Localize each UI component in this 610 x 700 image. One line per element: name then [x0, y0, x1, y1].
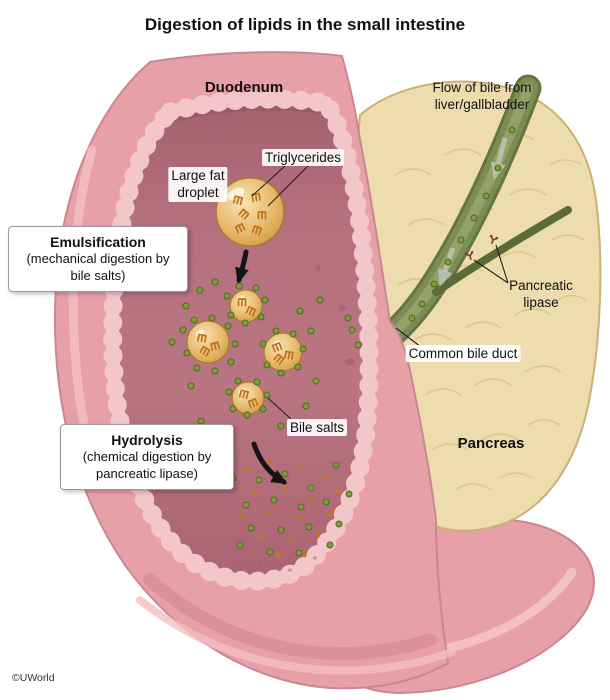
hydrolysis-description: (chemical digestion by pancreatic lipase… — [82, 449, 212, 482]
emulsification-title: Emulsification — [50, 234, 146, 250]
label-connector-lines — [251, 165, 509, 422]
bile-salts-pointer-line — [267, 397, 294, 422]
large-fat-droplet-graphic — [215, 177, 285, 247]
emulsified-droplet — [229, 289, 263, 323]
hydrolysis-callout: Hydrolysis (chemical digestion by pancre… — [60, 424, 234, 490]
bile-flow-arrow-lower — [438, 247, 456, 287]
large-fat-droplet-label: Large fat droplet — [168, 167, 228, 202]
emulsified-droplet — [186, 320, 230, 364]
emulsification-callout: Emulsification (mechanical digestion by … — [8, 226, 188, 292]
duodenum-label: Duodenum — [204, 79, 284, 96]
bile-flow-label: Flow of bile from liver/gallbladder — [432, 80, 532, 113]
triglycerides-pointer-line — [251, 165, 286, 197]
hydrolysis-title: Hydrolysis — [111, 432, 183, 448]
common-bile-duct-label: Common bile duct — [405, 345, 521, 363]
pancreatic-lipase-pointer-line — [495, 244, 509, 284]
duodenum-lumen — [103, 89, 379, 591]
pancreatic-lipase-pointer-line — [473, 259, 509, 284]
emulsification-arrow — [235, 249, 249, 284]
triglycerides-label: Triglycerides — [261, 149, 345, 167]
hydrolysis-arrow — [251, 441, 288, 485]
duct-system — [374, 74, 572, 352]
emulsified-droplet — [231, 381, 265, 415]
bile-salts-label: Bile salts — [286, 419, 348, 437]
pancreas-label: Pancreas — [457, 435, 525, 452]
emulsified-droplets — [186, 289, 303, 415]
triglycerides-pointer-line — [267, 165, 309, 207]
uworld-watermark: ©UWorld — [12, 672, 55, 684]
page-title: Digestion of lipids in the small intesti… — [144, 15, 466, 34]
pancreatic-lipase-label: Pancreatic lipase — [509, 278, 573, 311]
common-bile-duct-pointer-line — [395, 327, 422, 348]
emulsification-description: (mechanical digestion by bile salts) — [26, 251, 170, 284]
